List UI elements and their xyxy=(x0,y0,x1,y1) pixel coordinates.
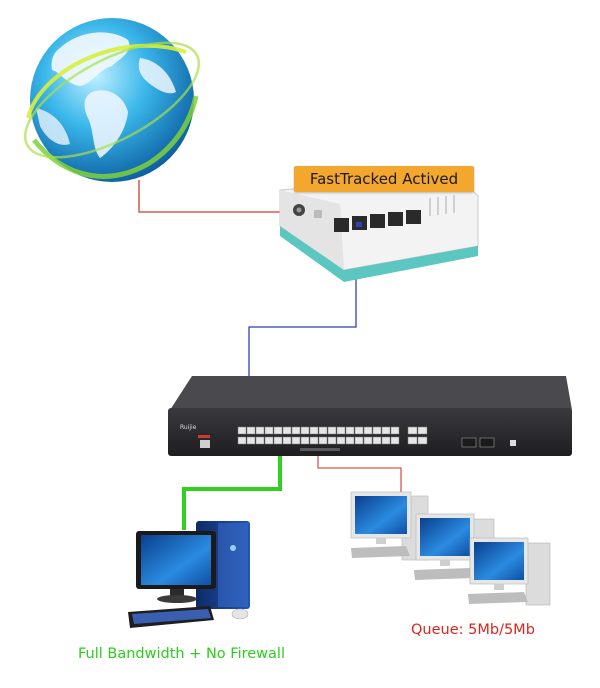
switch-ports xyxy=(237,426,428,445)
queue-label: Queue: 5Mb/5Mb xyxy=(411,622,535,638)
router-icon xyxy=(279,175,479,282)
full-bandwidth-label: Full Bandwidth + No Firewall xyxy=(78,646,285,662)
globe-icon xyxy=(23,18,201,182)
switch-icon: Ruijie xyxy=(168,376,572,456)
fasttrack-label: FastTracked Actived xyxy=(309,170,459,188)
client-pc-icon xyxy=(468,537,551,606)
router-ports xyxy=(334,210,421,232)
desktop-pc-icon xyxy=(128,521,250,628)
switch-brand-logo: Ruijie xyxy=(180,424,197,431)
queue-link xyxy=(317,450,402,492)
fasttrack-banner: FastTracked Actived xyxy=(294,166,474,192)
internet-link xyxy=(138,180,308,213)
full-bandwidth-link xyxy=(182,448,282,530)
